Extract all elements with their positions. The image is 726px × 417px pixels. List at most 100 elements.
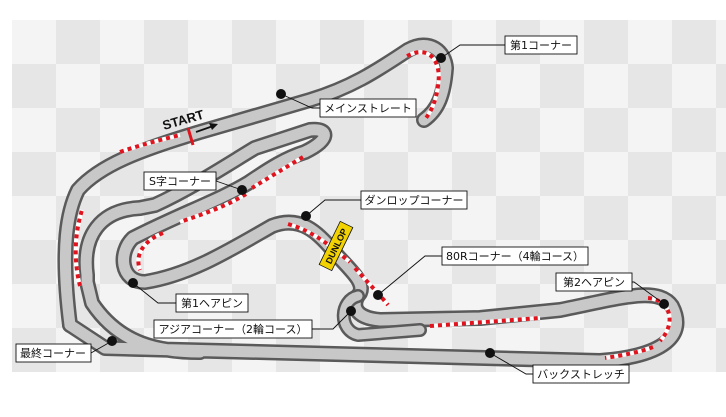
checker-cell <box>144 64 188 108</box>
checker-cell <box>496 108 540 152</box>
marker-dunlop-corner <box>301 211 311 221</box>
label-hairpin1: 第1ヘアピン <box>175 293 249 313</box>
start-line <box>186 127 195 146</box>
checker-cell <box>672 64 716 108</box>
checker-cell <box>716 20 726 64</box>
label-corner1-text: 第1コーナー <box>510 38 572 52</box>
checker-cell <box>100 64 144 108</box>
checker-cell <box>276 20 320 64</box>
label-main-straight-text: メインストレート <box>324 102 412 115</box>
checker-cell <box>584 64 628 108</box>
checker-cell <box>628 240 672 284</box>
checker-cell <box>12 20 56 64</box>
checker-cell <box>496 152 540 196</box>
curb-stripe <box>406 50 441 120</box>
checker-cell <box>540 196 584 240</box>
checker-cell <box>12 196 56 240</box>
label-dunlop-corner: ダンロップコーナー <box>360 190 468 210</box>
label-s-curve: S字コーナー <box>143 171 217 191</box>
checker-cell <box>232 20 276 64</box>
leader-lines <box>90 44 665 375</box>
checker-cell <box>364 240 408 284</box>
checker-cell <box>12 284 56 328</box>
curb-base <box>250 155 305 190</box>
checker-cell <box>716 108 726 152</box>
checker-cell <box>716 284 726 328</box>
label-final-corner: 最終コーナー <box>15 343 92 363</box>
checker-cell <box>716 64 726 108</box>
checker-cell <box>584 196 628 240</box>
corner-markers <box>107 53 669 358</box>
checker-cell <box>276 240 320 284</box>
checker-cell <box>628 64 672 108</box>
checker-cell <box>628 108 672 152</box>
checker-cell <box>628 152 672 196</box>
label-asia-corner-text: アジアコーナー（2輪コース） <box>158 322 307 336</box>
checker-cell <box>584 152 628 196</box>
checker-cell <box>408 152 452 196</box>
label-80r: 80Rコーナー（4輪コース） <box>441 246 589 266</box>
checker-cell <box>12 240 56 284</box>
checker-cell <box>56 108 100 152</box>
label-corner1: 第1コーナー <box>504 35 578 55</box>
checker-cell <box>716 152 726 196</box>
checker-cell <box>452 152 496 196</box>
checker-cell <box>100 20 144 64</box>
start-arrow <box>195 123 218 133</box>
checker-cell <box>232 64 276 108</box>
checker-cell <box>584 108 628 152</box>
checker-cell <box>716 196 726 240</box>
track-surface-north <box>59 40 452 331</box>
checker-cell <box>452 108 496 152</box>
checker-cell <box>188 64 232 108</box>
label-main-straight: メインストレート <box>319 98 417 118</box>
curbs <box>73 50 672 360</box>
curb-stripe <box>647 296 672 343</box>
checker-cell <box>12 152 56 196</box>
label-final-corner-text: 最終コーナー <box>20 346 86 360</box>
checker-cell <box>496 196 540 240</box>
checker-cell <box>496 64 540 108</box>
curb-base <box>353 266 390 307</box>
label-hairpin2: 第2ヘアピン <box>555 272 633 292</box>
marker-back-straight <box>485 348 495 358</box>
checker-cell <box>540 152 584 196</box>
label-back-straight: バックストレッチ <box>532 364 630 384</box>
checker-cell <box>672 20 716 64</box>
checker-cell <box>584 20 628 64</box>
curb-stripe <box>604 345 654 360</box>
marker-hairpin1 <box>128 278 138 288</box>
checker-cell <box>716 240 726 284</box>
marker-main-straight <box>276 89 286 99</box>
checker-cell <box>540 64 584 108</box>
curb-base <box>73 209 84 287</box>
checker-cell <box>12 108 56 152</box>
label-back-straight-text: バックストレッチ <box>537 368 625 381</box>
label-80r-text: 80Rコーナー（4輪コース） <box>446 249 584 263</box>
checker-cell <box>144 20 188 64</box>
checker-cell <box>320 20 364 64</box>
checker-cell <box>56 64 100 108</box>
marker-hairpin2 <box>659 299 669 309</box>
checker-cell <box>12 64 56 108</box>
label-asia-corner: アジアコーナー（2輪コース） <box>153 319 313 339</box>
checker-cell <box>364 152 408 196</box>
checker-cell <box>628 20 672 64</box>
curb-stripe <box>119 133 181 154</box>
track-surface <box>64 124 682 367</box>
checker-cell <box>452 20 496 64</box>
marker-final-corner <box>107 336 117 346</box>
race-track <box>57 37 685 369</box>
checker-cell <box>56 20 100 64</box>
curb-stripe <box>179 192 248 224</box>
marker-80r <box>373 290 383 300</box>
label-hairpin2-text: 第2ヘアピン <box>563 275 625 289</box>
checker-cell <box>672 152 716 196</box>
checker-cell <box>716 328 726 372</box>
marker-s-curve <box>237 185 247 195</box>
checker-cell <box>320 152 364 196</box>
checker-cell <box>672 240 716 284</box>
curb-stripe <box>287 222 352 264</box>
curb-stripe <box>429 316 541 328</box>
